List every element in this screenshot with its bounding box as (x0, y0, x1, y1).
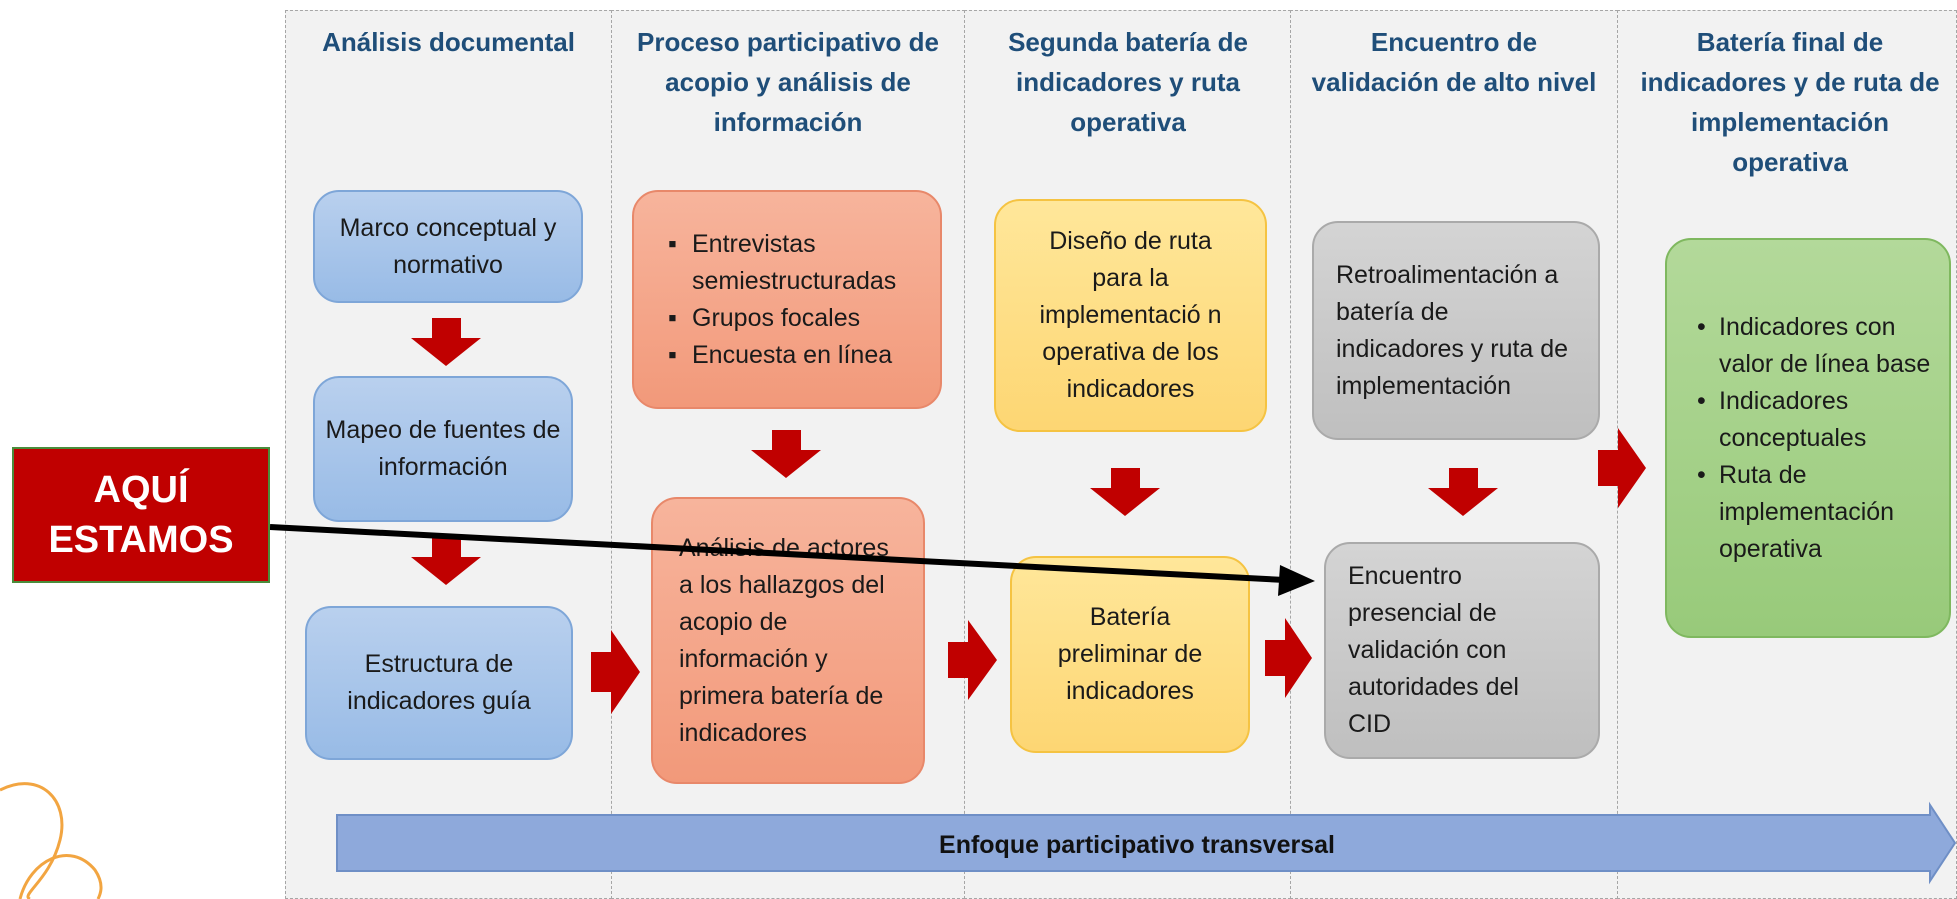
box-encuentro-presencial: Encuentro presencial de validación con a… (1324, 542, 1600, 759)
box-bateria-preliminar: Batería preliminar de indicadores (1010, 556, 1250, 753)
box-analisis-actores: Análisis de actores a los hallazgos del … (651, 497, 925, 784)
marker-line-1: AQUÍ (93, 469, 189, 511)
down-arrow (411, 537, 481, 585)
down-arrow (1090, 468, 1160, 516)
down-arrow (751, 430, 821, 478)
column-title-3: Segunda batería de indicadores y ruta op… (1008, 27, 1248, 137)
acopio-list: Entrevistas semiestructuradas Grupos foc… (664, 226, 930, 374)
banner-arrow (336, 801, 1957, 885)
down-arrow (1428, 468, 1498, 516)
box-retroalimentacion: Retroalimentación a batería de indicador… (1312, 221, 1600, 440)
decorative-swirl (0, 782, 64, 899)
box-marco-conceptual: Marco conceptual y normativo (313, 190, 583, 303)
column-title-5: Batería final de indicadores y de ruta d… (1640, 27, 1940, 177)
right-arrow (591, 630, 640, 714)
right-arrow (948, 620, 997, 700)
aqui-estamos-marker: AQUÍ ESTAMOS (12, 447, 270, 583)
right-arrow (1265, 618, 1312, 698)
box-mapeo-fuentes: Mapeo de fuentes de información (313, 376, 573, 522)
final-item: Ruta de implementación operativa (1691, 457, 1939, 568)
box-diseno-ruta: Diseño de ruta para la implementació n o… (994, 199, 1267, 432)
box-estructura-indicadores: Estructura de indicadores guía (305, 606, 573, 760)
banner-label: Enfoque participativo transversal (939, 830, 1335, 859)
column-title-1: Análisis documental (322, 27, 575, 57)
column-title-4: Encuentro de validación de alto nivel (1311, 27, 1597, 97)
marker-line-2: ESTAMOS (48, 519, 234, 561)
pointer-line (269, 524, 1286, 583)
acopio-item: Grupos focales (664, 300, 930, 337)
acopio-item: Entrevistas semiestructuradas (664, 226, 930, 300)
final-item: Indicadores con valor de línea base (1691, 309, 1939, 383)
down-arrow (411, 318, 481, 366)
final-item: Indicadores conceptuales (1691, 383, 1939, 457)
box-acopio-list: Entrevistas semiestructuradas Grupos foc… (632, 190, 942, 409)
final-list: Indicadores con valor de línea base Indi… (1691, 309, 1939, 568)
column-title-2: Proceso participativo de acopio y anális… (637, 27, 939, 137)
decorative-swirl (18, 854, 103, 899)
right-arrow (1598, 428, 1646, 508)
pointer-arrowhead (1278, 565, 1315, 596)
box-bateria-final: Indicadores con valor de línea base Indi… (1665, 238, 1951, 638)
acopio-item: Encuesta en línea (664, 337, 930, 374)
